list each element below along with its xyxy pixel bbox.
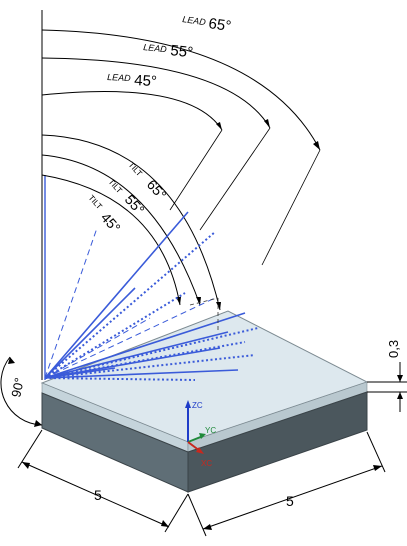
thickness-label: 0,3 (386, 340, 401, 358)
tilt-65-dimension: TILT 65° (41, 134, 221, 311)
lead-65-value: 65° (207, 15, 232, 35)
xc-arrowhead (196, 447, 204, 454)
zc-label: ZC (192, 401, 203, 410)
plate-side-right (187, 391, 368, 493)
tilt-45-word: TILT (87, 193, 104, 211)
yc-label: YC (205, 426, 216, 435)
tool-line-dashed (44, 227, 98, 379)
tool-line (44, 312, 246, 379)
lead-65-word: LEAD (182, 14, 207, 27)
right-angle-label: 90° (8, 376, 27, 398)
tilt-45-value: 45° (98, 209, 124, 235)
xc-label: XC (201, 459, 212, 468)
width-left-dimension: 5 (17, 429, 189, 533)
tool-orientation-lines (44, 211, 259, 381)
width-left-label: 5 (94, 487, 102, 503)
lead-55-word: LEAD (143, 42, 168, 54)
tilt-65-value: 65° (144, 176, 170, 202)
tool-line (44, 367, 116, 379)
zc-arrowhead (185, 400, 191, 408)
tool-line-dotted (44, 231, 216, 379)
yc-arrowhead (199, 433, 206, 439)
tool-line (44, 347, 221, 379)
tool-line-dashed (44, 317, 151, 379)
tool-line (44, 287, 136, 379)
width-right-label: 5 (286, 493, 294, 509)
tool-line-dotted (44, 292, 186, 379)
plate (40, 310, 369, 493)
tool-line-dashed (44, 297, 216, 379)
lead-65-dimension: LEAD 65° (41, 14, 321, 266)
tool-line (44, 331, 229, 379)
lead-55-dimension: LEAD 55° (41, 42, 271, 231)
tool-line-dotted (44, 354, 256, 379)
tool-line (44, 369, 239, 379)
tilt-55-dimension: TILT 55° (41, 154, 201, 306)
lead-45-word: LEAD (107, 72, 132, 83)
tilt-55-value: 55° (122, 191, 148, 217)
tilt-65-word: TILT (127, 160, 144, 178)
lead-45-value: 45° (134, 72, 158, 90)
right-angle-dimension: 90° (0, 356, 43, 427)
tilt-55-word: TILT (107, 177, 124, 195)
thickness-dimension: 0,3 (367, 340, 407, 412)
coordinate-system: ZC YC XC (185, 400, 216, 468)
tool-line (44, 211, 189, 379)
lead-55-value: 55° (170, 42, 194, 61)
width-right-dimension: 5 (187, 431, 386, 537)
reference-dashed-lines (189, 297, 219, 330)
lead-45-dimension: LEAD 45° (41, 72, 223, 211)
